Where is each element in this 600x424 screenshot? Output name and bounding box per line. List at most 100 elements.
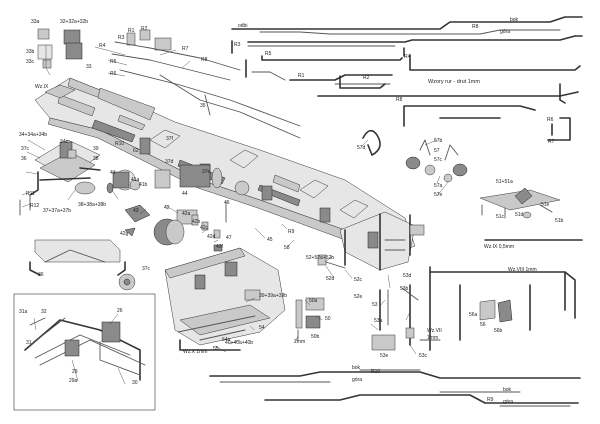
label-53a: 53a <box>374 318 383 324</box>
part-group-57 <box>362 129 468 183</box>
label-r1b: R1 <box>298 73 305 79</box>
label-54: 54 <box>259 325 265 331</box>
label-36b: 36 <box>38 272 44 278</box>
label-r4b: R4 <box>404 54 411 60</box>
label-34c: 34c <box>60 139 69 145</box>
label-42c: 42c <box>200 225 209 231</box>
label-41: 41 <box>110 170 116 176</box>
label-r2b: R2 <box>363 75 370 81</box>
label-sp: 52+52a+52b <box>306 255 334 261</box>
bottom-wire-routes <box>209 369 581 407</box>
label-33c: 33c <box>26 59 35 65</box>
label-33b: 33b <box>26 49 35 55</box>
label-r2a: R2 <box>141 26 148 32</box>
label-52d: 52d <box>326 276 335 282</box>
label-r5b: R5 <box>265 51 272 57</box>
label-31: 31 <box>26 340 32 346</box>
label-51b: 51b <box>555 218 564 224</box>
part-labels: 33a 32+32a+32b 33b 33c 33 Wz.IX R4 R3 R1… <box>19 17 564 405</box>
part-group-34 <box>19 139 101 216</box>
leader-lines <box>21 46 449 385</box>
label-r3b: R3 <box>234 42 241 48</box>
label-wzix2: Wz.IX 0,5mm <box>484 244 514 250</box>
label-bok3: bok <box>503 387 512 393</box>
label-41a: 41a <box>131 177 140 183</box>
label-33: 33 <box>86 64 92 70</box>
label-30: 30 <box>132 380 138 386</box>
label-wzvii: Wz.VII <box>427 328 442 334</box>
label-r8c: R8 <box>396 97 403 103</box>
label-56b: 56b <box>494 328 503 334</box>
template-wires <box>429 239 583 351</box>
label-r6b: R6 <box>547 117 554 123</box>
label-51c: 51c <box>496 214 505 220</box>
label-56a: 56a <box>469 312 478 318</box>
label-bok2: bok <box>352 365 361 371</box>
label-37: 37+37a+37b <box>43 208 71 214</box>
part-group-53 <box>371 284 441 351</box>
wire-route-group <box>231 16 583 141</box>
label-37c: 37c <box>21 146 30 152</box>
part-group-33 <box>37 28 83 76</box>
label-38: 38 <box>93 156 99 162</box>
label-42f: 42f <box>216 244 224 250</box>
label-64a: 64a <box>222 337 231 343</box>
label-37e: 37e <box>202 169 211 175</box>
label-55: 55 <box>213 346 219 352</box>
label-1mm: 1mm <box>427 335 438 341</box>
label-50b: 50b <box>311 334 320 340</box>
label-r7a: R7 <box>182 46 189 52</box>
label-r3a: R3 <box>118 35 125 41</box>
label-32: 32 <box>41 309 47 315</box>
label-44: 44 <box>182 191 188 197</box>
label-2mm: 2mm <box>294 339 305 345</box>
label-r8b: R8 <box>472 24 479 30</box>
label-56: 56 <box>480 322 486 328</box>
label-62: 62 <box>133 148 139 154</box>
label-57a: 57a <box>434 183 443 189</box>
label-r11: R11 <box>26 191 35 197</box>
inset-detail-box <box>13 293 156 411</box>
label-41b: 41b <box>139 182 148 188</box>
label-gora3: góra <box>503 399 513 405</box>
label-wzix-top: Wz.IX <box>35 84 49 90</box>
label-r1a: R1 <box>128 28 135 34</box>
label-51: 51+51a <box>496 179 513 185</box>
label-57e: 57e <box>434 192 443 198</box>
label-bok1: bok <box>510 17 519 23</box>
label-29a: 29a <box>69 378 78 384</box>
label-34: 34+34a+34b <box>19 132 47 138</box>
label-gora2: góra <box>352 377 362 383</box>
label-50a: 50a <box>309 298 318 304</box>
label-37g: 37c <box>142 266 151 272</box>
label-36: 36 <box>21 156 27 162</box>
label-26: 26 <box>117 308 123 314</box>
label-r10a: R10 <box>115 141 124 147</box>
label-42b: 42b <box>192 219 201 225</box>
label-wzviii: Wz.VIII 1mm <box>508 267 537 273</box>
label-r10b: R10 <box>371 369 380 375</box>
label-42d: 42d <box>207 234 216 240</box>
label-57b: 57b <box>434 138 443 144</box>
label-33a: 33a <box>31 19 40 25</box>
label-wzx: Wz.X 1mm <box>183 349 207 355</box>
label-r9a: R9 <box>288 229 295 235</box>
label-29: 29 <box>72 369 78 375</box>
label-r9b: R9 <box>487 397 494 403</box>
label-57: 57 <box>434 148 440 154</box>
label-r4a: R4 <box>99 43 106 49</box>
label-39b: 39+39a+39b <box>259 293 287 299</box>
label-32b: 32+32a+32b <box>60 19 88 25</box>
label-51e: 51e <box>541 202 550 208</box>
label-42g: 42g <box>120 231 129 237</box>
part-group-50 <box>295 297 325 341</box>
part-group-41 <box>106 164 250 252</box>
part-group-56 <box>479 299 513 323</box>
label-gora1: góra <box>500 29 510 35</box>
label-57d: 57d <box>357 145 366 151</box>
label-38c: 38+38a+38b <box>78 202 106 208</box>
label-37d: 37d <box>165 159 174 165</box>
label-50: 50 <box>325 316 331 322</box>
label-40: 40+40a+40b <box>225 340 253 346</box>
label-42a: 42a <box>182 211 191 217</box>
